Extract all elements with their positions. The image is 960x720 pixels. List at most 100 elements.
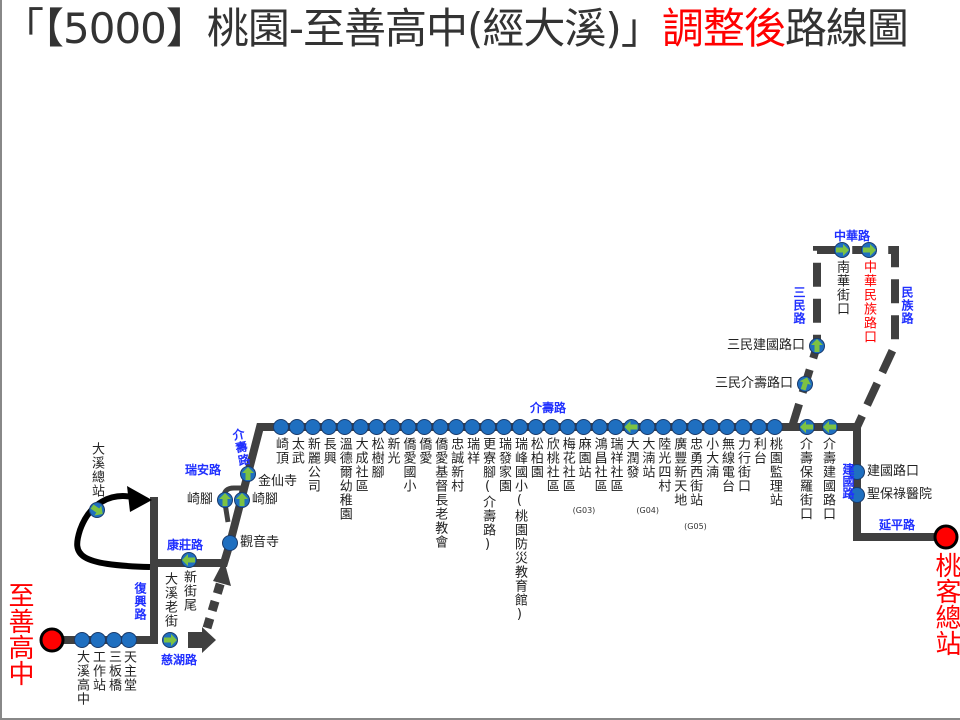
stop-marker[interactable] xyxy=(106,632,122,648)
bus-stop[interactable] xyxy=(400,419,417,435)
bus-stop[interactable] xyxy=(849,487,865,503)
stop-label: 更寮腳(介壽路) xyxy=(480,437,496,553)
stop-label: 天主堂 xyxy=(121,650,136,692)
stop-marker[interactable] xyxy=(288,419,305,435)
bus-stop[interactable] xyxy=(464,419,481,435)
bus-stop[interactable] xyxy=(834,242,850,258)
stop-marker[interactable] xyxy=(719,419,736,435)
stop-marker[interactable] xyxy=(734,419,751,435)
bus-stop[interactable] xyxy=(687,419,704,435)
stop-marker[interactable] xyxy=(703,419,720,435)
bus-stop[interactable] xyxy=(448,419,465,435)
stop-marker[interactable] xyxy=(90,632,106,648)
bus-stop[interactable] xyxy=(368,419,385,435)
stop-marker[interactable] xyxy=(304,419,321,435)
stop-marker[interactable] xyxy=(496,419,513,435)
bus-stop[interactable] xyxy=(480,419,497,435)
bus-stop[interactable] xyxy=(74,632,90,648)
bus-stop[interactable] xyxy=(527,419,544,435)
bus-stop[interactable] xyxy=(181,552,197,568)
stop-marker[interactable] xyxy=(464,419,481,435)
terminal-stop[interactable] xyxy=(39,627,65,653)
bus-stop[interactable] xyxy=(121,632,137,648)
bus-stop[interactable] xyxy=(384,419,401,435)
bus-stop[interactable] xyxy=(799,419,815,435)
bus-stop[interactable] xyxy=(496,419,513,435)
stop-marker[interactable] xyxy=(368,419,385,435)
stop-marker[interactable] xyxy=(543,419,560,435)
bus-stop[interactable] xyxy=(106,632,122,648)
stop-marker[interactable] xyxy=(671,419,688,435)
bus-stop[interactable] xyxy=(822,419,838,435)
bus-stop[interactable] xyxy=(719,419,736,435)
bus-stop[interactable] xyxy=(90,632,106,648)
stop-marker[interactable] xyxy=(607,419,624,435)
stop-marker[interactable] xyxy=(687,419,704,435)
bus-stop[interactable] xyxy=(750,419,767,435)
bus-stop[interactable] xyxy=(809,338,825,354)
stop-marker[interactable] xyxy=(448,419,465,435)
road-label-sanmin: 三民路 xyxy=(792,286,806,325)
stop-marker[interactable] xyxy=(559,419,576,435)
stop-marker[interactable] xyxy=(336,419,353,435)
bus-stop[interactable] xyxy=(352,419,369,435)
stop-marker[interactable] xyxy=(273,419,289,435)
bus-stop[interactable] xyxy=(797,375,813,392)
stop-label: 崎腳 xyxy=(252,492,279,507)
bus-stop[interactable] xyxy=(320,419,337,435)
direction-arrow-icon xyxy=(219,493,231,506)
bus-stop[interactable] xyxy=(861,242,877,258)
stop-marker[interactable] xyxy=(849,487,865,503)
bus-stop[interactable] xyxy=(162,632,178,648)
bus-stop[interactable] xyxy=(432,419,449,435)
bus-stop[interactable] xyxy=(559,419,576,435)
bus-stop[interactable] xyxy=(273,419,289,435)
stop-marker[interactable] xyxy=(121,632,137,648)
bus-stop[interactable] xyxy=(543,419,560,435)
bus-stop[interactable] xyxy=(639,419,656,435)
stop-marker[interactable] xyxy=(575,419,592,435)
bus-stop[interactable] xyxy=(734,419,751,435)
bus-stop[interactable] xyxy=(623,419,640,435)
stop-marker[interactable] xyxy=(933,524,959,550)
bus-stop[interactable] xyxy=(240,466,256,482)
stop-marker[interactable] xyxy=(352,419,369,435)
stop-marker[interactable] xyxy=(432,419,449,435)
bus-stop[interactable] xyxy=(234,492,250,508)
stop-marker[interactable] xyxy=(639,419,656,435)
direction-arrow-icon xyxy=(182,554,195,566)
bus-stop[interactable] xyxy=(575,419,592,435)
bus-stop[interactable] xyxy=(222,535,238,551)
bus-stop[interactable] xyxy=(416,419,433,435)
bus-stop[interactable] xyxy=(703,419,720,435)
stop-marker[interactable] xyxy=(39,627,65,653)
stop-marker[interactable] xyxy=(480,419,497,435)
stop-marker[interactable] xyxy=(320,419,337,435)
bus-stop[interactable] xyxy=(655,419,672,435)
stop-marker[interactable] xyxy=(527,419,544,435)
route-line-sanmin-dashed xyxy=(788,246,899,429)
bus-stop[interactable] xyxy=(89,502,107,519)
stop-marker[interactable] xyxy=(849,464,865,480)
stop-marker[interactable] xyxy=(655,419,672,435)
bus-stop[interactable] xyxy=(336,419,353,435)
stop-marker[interactable] xyxy=(591,419,608,435)
stop-marker[interactable] xyxy=(400,419,417,435)
bus-stop[interactable] xyxy=(511,419,528,435)
bus-stop[interactable] xyxy=(766,419,783,435)
stop-marker[interactable] xyxy=(74,632,90,648)
stop-marker[interactable] xyxy=(222,535,238,551)
stop-marker[interactable] xyxy=(511,419,528,435)
bus-stop[interactable] xyxy=(671,419,688,435)
bus-stop[interactable] xyxy=(288,419,305,435)
terminal-stop[interactable] xyxy=(933,524,959,550)
bus-stop[interactable] xyxy=(591,419,608,435)
stop-marker[interactable] xyxy=(416,419,433,435)
stop-marker[interactable] xyxy=(750,419,767,435)
stop-marker[interactable] xyxy=(384,419,401,435)
bus-stop[interactable] xyxy=(217,492,233,508)
bus-stop[interactable] xyxy=(849,464,865,480)
stop-marker[interactable] xyxy=(766,419,783,435)
bus-stop[interactable] xyxy=(304,419,321,435)
bus-stop[interactable] xyxy=(607,419,624,435)
